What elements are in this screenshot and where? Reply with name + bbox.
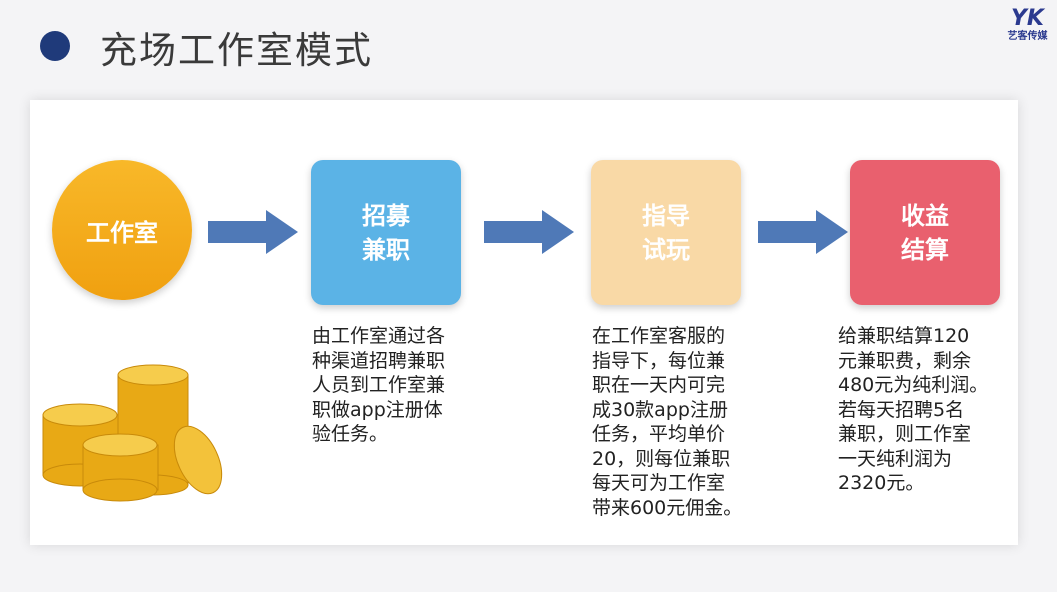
- description-line: 在工作室客服的: [592, 325, 726, 347]
- step-label: 结算: [901, 235, 949, 264]
- description-line: 职在一天内可完: [592, 374, 726, 396]
- step-box: 招募兼职: [311, 160, 461, 305]
- description-line: 480元为纯利润。: [838, 374, 989, 396]
- description-line: 2320元。: [838, 472, 925, 494]
- logo-name: 艺客传媒: [1007, 31, 1048, 42]
- description-line: 任务，平均单价: [592, 423, 726, 445]
- description-line: 验任务。: [312, 423, 389, 445]
- logo: YK 艺客传媒: [1000, 8, 1055, 43]
- step-label: 招募: [362, 201, 410, 230]
- coins-icon: [42, 364, 223, 502]
- description-line: 若每天招聘5名: [838, 398, 965, 421]
- step-label: 兼职: [362, 235, 410, 264]
- description-line: 20，则每位兼职: [592, 447, 731, 470]
- description-line: 每天可为工作室: [592, 472, 726, 494]
- description-line: 种渠道招聘兼职: [312, 349, 446, 372]
- step-box: 指导试玩: [591, 160, 741, 305]
- description-line: 由工作室通过各: [312, 325, 446, 347]
- title-bullet: [40, 31, 70, 61]
- logo-mark: YK: [1011, 6, 1044, 31]
- arrow-icon: [484, 210, 574, 254]
- description-line: 给兼职结算120: [838, 325, 970, 347]
- step-description: 由工作室通过各种渠道招聘兼职人员到工作室兼职做app注册体验任务。: [312, 324, 445, 447]
- description-line: 人员到工作室兼: [312, 374, 446, 396]
- description-line: 带来600元佣金。: [592, 496, 743, 519]
- description-line: 成30款app注册: [592, 398, 728, 421]
- studio-circle: 工作室: [52, 160, 192, 300]
- arrow-icon: [208, 210, 298, 254]
- step-label: 试玩: [642, 235, 690, 264]
- description-line: 一天纯利润为: [838, 447, 953, 470]
- description-line: 指导下，每位兼: [592, 349, 726, 372]
- step-label: 指导: [642, 201, 690, 230]
- description-line: 职做app注册体: [312, 398, 443, 421]
- studio-label: 工作室: [86, 218, 158, 247]
- step-box: 收益结算: [850, 160, 1000, 305]
- arrow-icon: [758, 210, 848, 254]
- description-line: 兼职，则工作室: [838, 423, 972, 445]
- page-title: 充场工作室模式: [100, 29, 373, 72]
- description-line: 元兼职费，剩余: [838, 349, 972, 372]
- step-label: 收益: [901, 201, 949, 230]
